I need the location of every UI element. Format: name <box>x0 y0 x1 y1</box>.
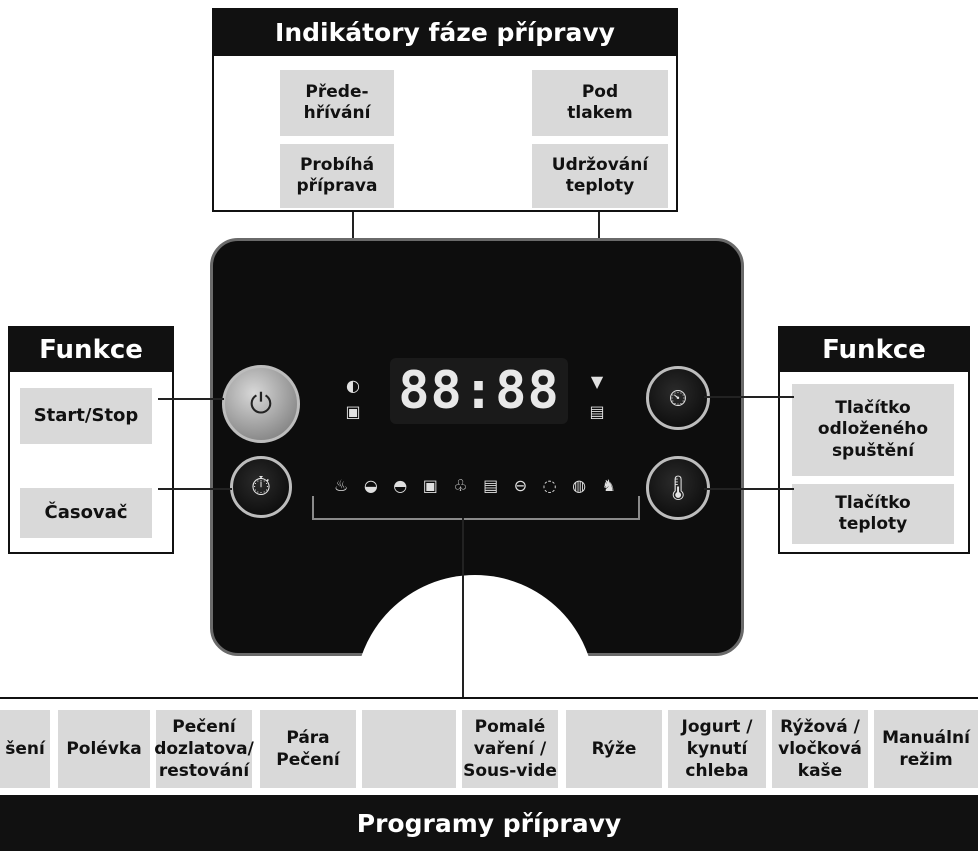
keep-warm-indicator-icon: ▤ <box>589 402 605 421</box>
left-function-box: Funkce Start/Stop Časovač <box>8 326 174 554</box>
keep-warm-label: Udržování teploty <box>532 144 668 208</box>
program-label: Pára Pečení <box>260 710 356 788</box>
programs-footer: Programy přípravy <box>0 795 978 851</box>
cooking-in-progress-label: Probíhá příprava <box>280 144 394 208</box>
program-label: Polévka <box>58 710 150 788</box>
program-icon-7[interactable]: ⊖ <box>513 475 528 495</box>
program-label: Rýžová / vločková kaše <box>772 710 868 788</box>
under-pressure-label: Pod tlakem <box>532 70 668 136</box>
program-icon-5[interactable]: ♧ <box>453 475 468 495</box>
program-icon-9[interactable]: ◍ <box>572 475 587 495</box>
connector-line <box>158 488 232 490</box>
time-display: 88:88 <box>390 358 568 424</box>
program-icon-10[interactable]: ♞ <box>601 475 616 495</box>
program-label: Manuální režim <box>874 710 978 788</box>
program-label: Rýže <box>566 710 662 788</box>
start-stop-label: Start/Stop <box>20 388 152 444</box>
preheating-label: Přede- hřívání <box>280 70 394 136</box>
temperature-button[interactable]: 🌡 <box>646 456 710 520</box>
connector-line <box>462 518 464 698</box>
program-icon-6[interactable]: ▤ <box>483 475 499 495</box>
program-icon-4[interactable]: ▣ <box>422 475 438 495</box>
connector-line <box>704 396 794 398</box>
temperature-label: Tlačítko teploty <box>792 484 954 544</box>
program-label: šení <box>0 710 50 788</box>
preheating-indicator-icon: ◐ <box>346 376 360 395</box>
delayed-start-label: Tlačítko odloženého spuštění <box>792 384 954 476</box>
program-icon-2[interactable]: ◒ <box>363 475 378 495</box>
right-function-title: Funkce <box>780 328 968 372</box>
left-function-title: Funkce <box>10 328 172 372</box>
pressure-indicator-icon: ▼ <box>590 372 604 391</box>
program-label <box>362 710 456 788</box>
delayed-start-button[interactable]: ⏲ <box>646 366 710 430</box>
right-function-box: Funkce Tlačítko odloženého spuštění Tlač… <box>778 326 970 554</box>
start-stop-button[interactable]: ⏻ <box>222 365 300 443</box>
program-icon-3[interactable]: ◓ <box>393 475 408 495</box>
program-label: Jogurt / kynutí chleba <box>668 710 766 788</box>
program-label: Pečení dozlatova/ restování <box>154 710 254 788</box>
phase-indicators-title: Indikátory fáze přípravy <box>214 10 676 56</box>
timer-button[interactable]: ⏱ <box>230 456 292 518</box>
program-icons-bracket <box>312 496 640 520</box>
timer-label: Časovač <box>20 488 152 538</box>
program-icon-1[interactable]: ♨ <box>334 475 349 495</box>
program-label: Pomalé vaření / Sous-vide <box>462 710 558 788</box>
phase-indicators-box: Indikátory fáze přípravy Přede- hřívání … <box>212 8 678 212</box>
program-icons-row: ♨ ◒ ◓ ▣ ♧ ▤ ⊖ ◌ ◍ ♞ <box>334 470 616 500</box>
program-icon-8[interactable]: ◌ <box>542 475 557 495</box>
connector-line <box>158 398 224 400</box>
connector-line <box>704 488 794 490</box>
cooking-indicator-icon: ▣ <box>345 402 361 421</box>
programs-row: šení Polévka Pečení dozlatova/ restování… <box>0 697 978 795</box>
